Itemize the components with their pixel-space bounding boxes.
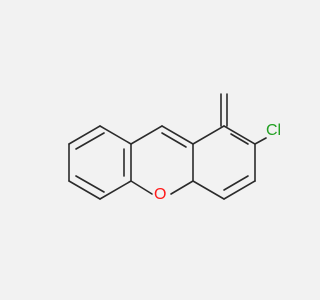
bond-center-ring-5 xyxy=(130,180,153,195)
bond-center-ring-4 xyxy=(170,180,194,195)
molecule-canvas: O Cl xyxy=(68,93,282,203)
bond-right-ring-5 xyxy=(192,180,225,200)
bond-center-ring-2 xyxy=(161,125,194,145)
bond-right-ring-inner-a xyxy=(230,133,249,145)
bond-center-ring-inner xyxy=(161,132,187,148)
chlorine-atom-label: Cl xyxy=(266,122,281,139)
bond-center-ring-1 xyxy=(130,125,163,145)
bond-right-ring-1 xyxy=(192,125,225,145)
bond-left-ring-inner-a xyxy=(75,132,105,150)
bond-right-ring-4 xyxy=(223,180,256,200)
bond-left-ring-1 xyxy=(68,125,101,145)
chlorine-bond xyxy=(254,137,267,145)
bond-right-ring-2 xyxy=(223,125,256,145)
bond-left-ring-4 xyxy=(99,180,132,200)
bond-left-ring-6 xyxy=(99,125,132,145)
oxygen-atom-label: O xyxy=(154,186,166,203)
bond-left-ring-3 xyxy=(68,180,101,200)
bond-right-ring-inner-b xyxy=(223,175,249,191)
bond-left-ring-inner-b xyxy=(75,175,105,193)
structure-diagram: O Cl xyxy=(68,93,281,203)
